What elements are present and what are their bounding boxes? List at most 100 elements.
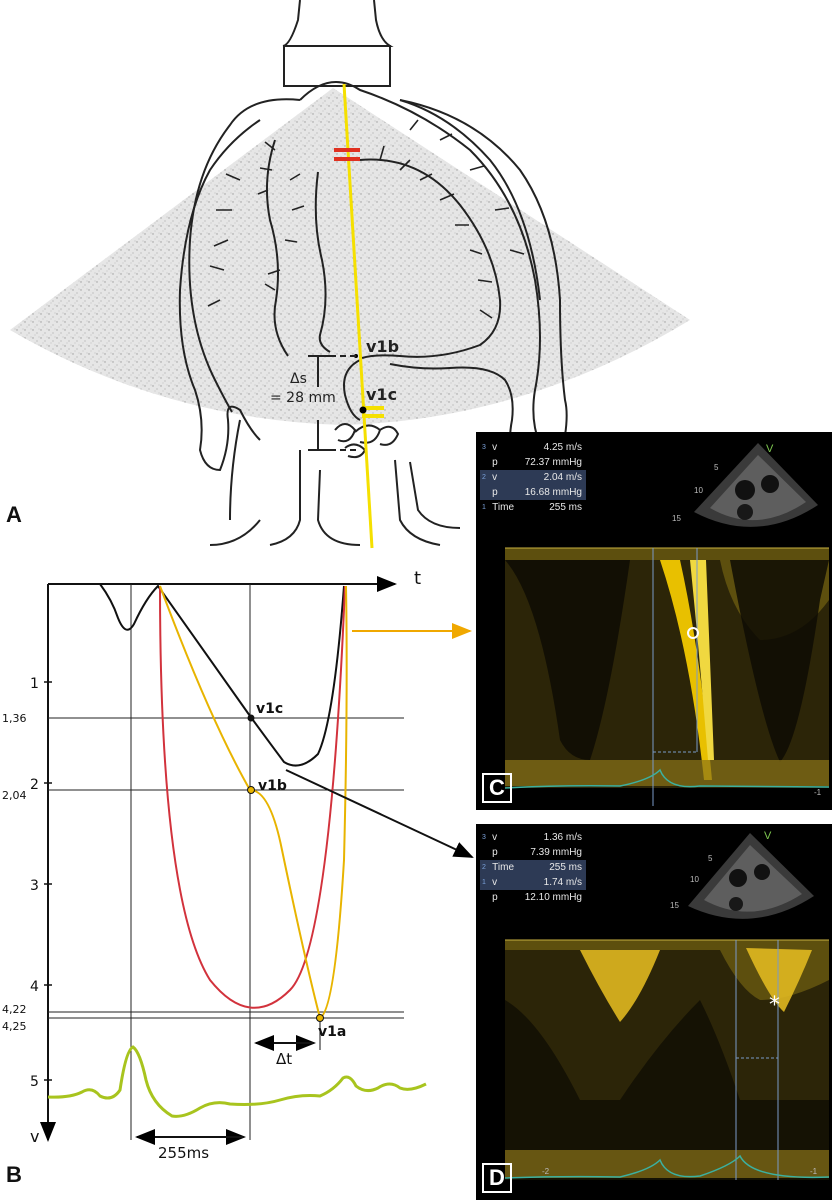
point-v1a bbox=[316, 1014, 324, 1022]
ultrasound-sector bbox=[10, 88, 690, 425]
panel-label-b: B bbox=[6, 1162, 22, 1187]
measure-value: 16.68 mmHg bbox=[518, 485, 586, 500]
great-vessels bbox=[209, 419, 461, 546]
scale-5-d: 5 bbox=[708, 854, 713, 863]
axis-right-c: -1 bbox=[814, 788, 822, 797]
t-axis-label: t bbox=[414, 568, 421, 589]
measure-value: 72.37 mmHg bbox=[524, 457, 582, 468]
measure-name: v bbox=[488, 875, 519, 890]
v1b-heart-label: v1b bbox=[366, 337, 399, 356]
label-v1c: v1c bbox=[256, 701, 283, 717]
panel-label-c: C bbox=[482, 773, 512, 803]
y-value-425: 4,25 bbox=[2, 1020, 27, 1033]
v-mark-c: V bbox=[766, 443, 774, 455]
point-v1b bbox=[247, 786, 255, 794]
v-axis-label: v bbox=[30, 1127, 39, 1146]
scale-10-d: 10 bbox=[690, 875, 699, 884]
measure-name: v bbox=[492, 442, 498, 453]
curve-red bbox=[159, 585, 346, 1009]
measure-value: 255 ms bbox=[549, 502, 582, 513]
table-row: p 7.39 mmHg bbox=[480, 845, 586, 860]
y-tick-5: 5 bbox=[30, 1074, 39, 1090]
delta-s-label: Δs bbox=[290, 371, 307, 387]
delta-t-arrow bbox=[254, 1022, 321, 1051]
trabeculae bbox=[207, 119, 525, 319]
table-row: p 72.37 mmHg bbox=[480, 455, 586, 470]
measure-value: 255 ms bbox=[518, 860, 586, 875]
y-tick-1: 1 bbox=[30, 676, 39, 692]
v1c-heart-label: v1c bbox=[366, 385, 397, 404]
scale-15-d: 15 bbox=[670, 901, 679, 910]
v-mark-d: V bbox=[764, 830, 772, 842]
panel-label-d: D bbox=[482, 1163, 512, 1193]
y-value-136: 1,36 bbox=[2, 712, 27, 725]
delta-s-bracket bbox=[308, 355, 356, 451]
axis-bottom-d-1: -2 bbox=[542, 1167, 550, 1176]
scale-10-c: 10 bbox=[694, 486, 703, 495]
curve-v1c bbox=[99, 583, 345, 767]
y-tick-3: 3 bbox=[30, 878, 39, 894]
measure-value: 4.25 m/s bbox=[543, 442, 582, 453]
scale-5-c: 5 bbox=[714, 463, 719, 472]
measure-value: 7.39 mmHg bbox=[530, 847, 582, 858]
axis-bottom-d-2: -1 bbox=[810, 1167, 818, 1176]
ecg-trace bbox=[47, 1045, 427, 1118]
panel-label-a: A bbox=[6, 502, 22, 527]
echo-panel-d: * V 5 10 15 -2 -1 bbox=[476, 824, 832, 1200]
velocity-marker-c bbox=[687, 627, 699, 639]
v1c-point-marker bbox=[359, 406, 367, 414]
table-row: p 12.10 mmHg bbox=[480, 890, 586, 905]
measure-name: Time bbox=[492, 502, 515, 513]
measure-name: p bbox=[492, 892, 498, 903]
heart-outer-wall bbox=[188, 98, 541, 413]
measure-value: 1.74 m/s bbox=[518, 875, 586, 890]
interval-label: 255ms bbox=[158, 1144, 209, 1162]
transducer-probe bbox=[282, 0, 394, 47]
delta-t-label: Δt bbox=[276, 1050, 292, 1068]
transducer-head bbox=[283, 45, 391, 87]
measure-name: v bbox=[492, 832, 498, 843]
echo-panel-c: V 5 10 15 -1 bbox=[476, 432, 832, 810]
left-ventricle-wall bbox=[359, 158, 502, 359]
arrow-to-panel-d bbox=[285, 769, 474, 858]
outflow-tract bbox=[343, 359, 514, 461]
sample-gate-yellow bbox=[362, 406, 384, 418]
measure-name: p bbox=[492, 847, 498, 858]
measure-value: 2.04 m/s bbox=[518, 470, 586, 485]
measure-value: 12.10 mmHg bbox=[524, 892, 582, 903]
curve-v1b bbox=[159, 585, 348, 1020]
measure-name: p bbox=[488, 485, 519, 500]
scale-15-c: 15 bbox=[672, 514, 681, 523]
point-v1c bbox=[247, 714, 255, 722]
y-tick-2: 2 bbox=[30, 777, 39, 793]
y-value-422: 4,22 bbox=[2, 1003, 27, 1016]
label-v1a: v1a bbox=[318, 1024, 346, 1040]
measure-name: p bbox=[492, 457, 498, 468]
delta-s-value: = 28 mm bbox=[270, 390, 336, 406]
measure-name: Time bbox=[488, 860, 519, 875]
y-tick-4: 4 bbox=[30, 979, 39, 995]
measure-value: 1.36 m/s bbox=[543, 832, 582, 843]
measure-name: v bbox=[488, 470, 519, 485]
septum-wall bbox=[265, 139, 331, 357]
aortic-valve bbox=[334, 423, 400, 459]
velocity-marker-d: * bbox=[769, 993, 780, 1018]
velocity-time-graph: t v 1 2 3 4 5 1,36 2,04 4,22 4,25 bbox=[2, 568, 474, 1162]
heart-illustration: Δs = 28 mm v1b v1c bbox=[10, 0, 690, 549]
label-v1b: v1b bbox=[258, 778, 287, 794]
y-value-204: 2,04 bbox=[2, 789, 27, 802]
sample-gate-red bbox=[334, 148, 360, 161]
doppler-beam bbox=[342, 83, 374, 549]
